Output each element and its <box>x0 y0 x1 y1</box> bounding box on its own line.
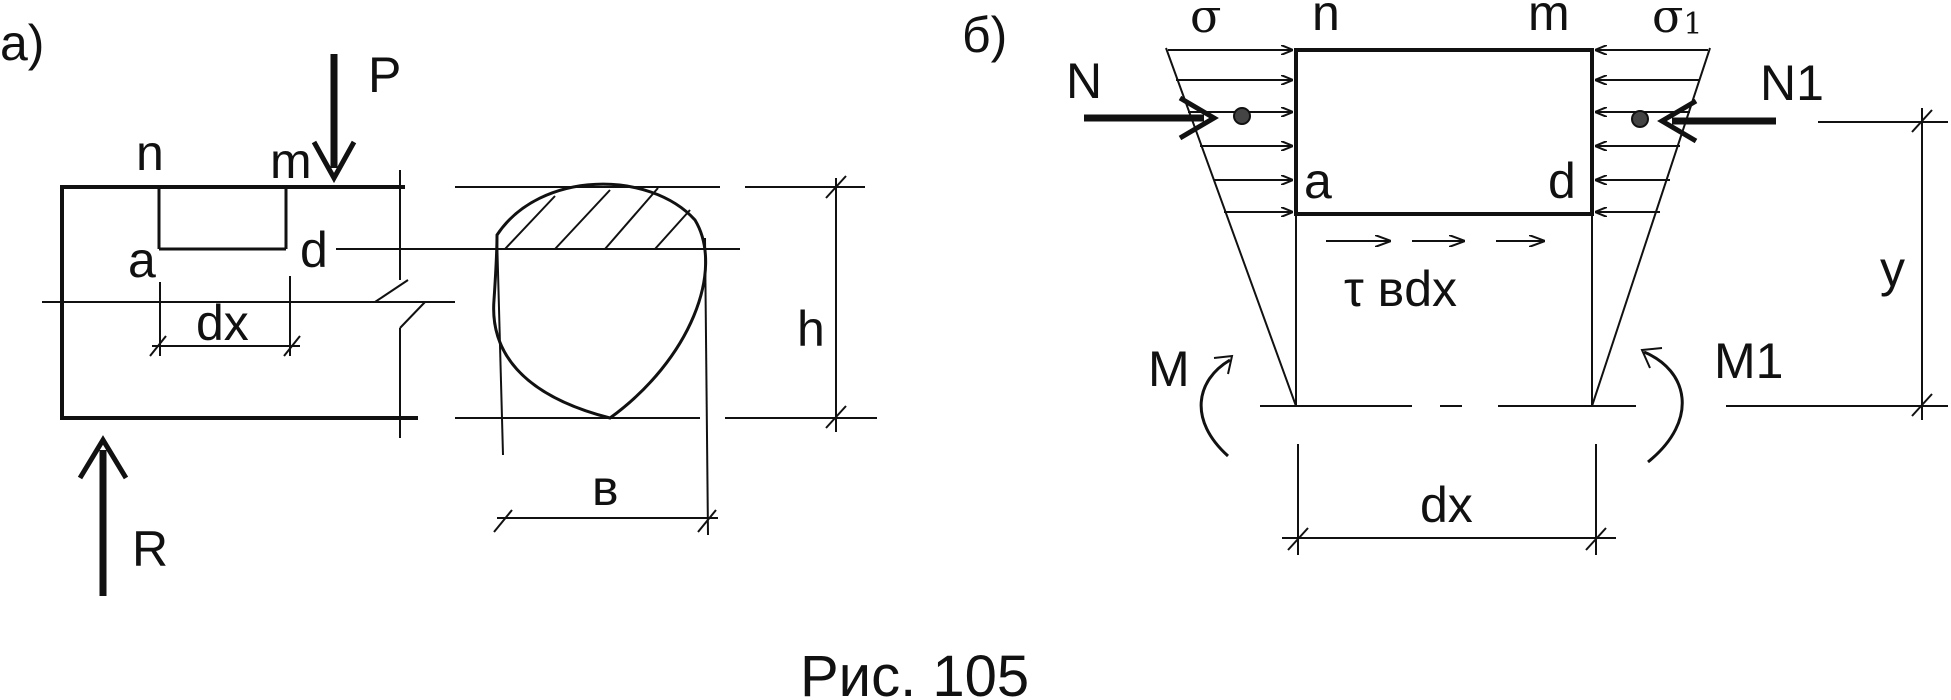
label-a-b: a <box>1304 153 1332 209</box>
force-n-point <box>1233 107 1251 125</box>
label-n-force: N <box>1066 53 1102 109</box>
label-r: R <box>132 521 168 577</box>
part-b: б) <box>962 0 1948 555</box>
label-n1-force: N1 <box>1760 55 1824 111</box>
part-a: а) n m a d dx <box>0 15 877 596</box>
moment-m-arrow <box>1199 354 1234 458</box>
label-m: m <box>270 133 312 189</box>
label-sigma: σ <box>1190 0 1221 43</box>
label-moment-m1: M1 <box>1714 333 1783 389</box>
moment-m1-arrow <box>1640 347 1684 464</box>
hatching <box>504 187 691 250</box>
label-n-b: n <box>1312 0 1340 41</box>
force-p-arrow <box>311 54 357 184</box>
stress-edge-right <box>1591 47 1711 407</box>
label-m-b: m <box>1528 0 1570 41</box>
part-b-tag: б) <box>962 7 1007 63</box>
h-dimension <box>725 175 877 432</box>
part-a-tag: а) <box>0 15 44 71</box>
label-dx-a: dx <box>196 295 249 351</box>
dx-dimension <box>149 335 301 357</box>
label-sigma1: σ1 <box>1652 0 1703 43</box>
label-b: в <box>592 460 619 516</box>
force-n1-point <box>1631 110 1649 128</box>
b-dimension <box>493 509 718 533</box>
label-h: h <box>797 301 825 357</box>
y-dimension <box>1726 108 1948 420</box>
label-p: P <box>368 47 401 103</box>
label-y: y <box>1880 241 1905 297</box>
stress-arrows-right <box>1596 50 1708 212</box>
label-d-b: d <box>1548 153 1576 209</box>
label-n: n <box>136 125 164 181</box>
label-d: d <box>300 222 328 278</box>
stress-arrows-left <box>1168 50 1292 212</box>
label-moment-m: M <box>1148 341 1190 397</box>
label-dx-b: dx <box>1420 477 1473 533</box>
dx-dimension-b <box>1282 444 1616 555</box>
force-r-arrow <box>77 435 129 596</box>
label-shear: τ вdx <box>1344 261 1457 317</box>
cross-section <box>455 182 720 536</box>
element-b <box>1294 48 1594 216</box>
force-n1-arrow <box>1631 98 1776 144</box>
label-a: a <box>128 232 156 288</box>
stress-edge-left <box>1165 47 1297 407</box>
force-n-arrow <box>1084 95 1251 141</box>
figure-caption: Рис. 105 <box>800 644 1029 700</box>
